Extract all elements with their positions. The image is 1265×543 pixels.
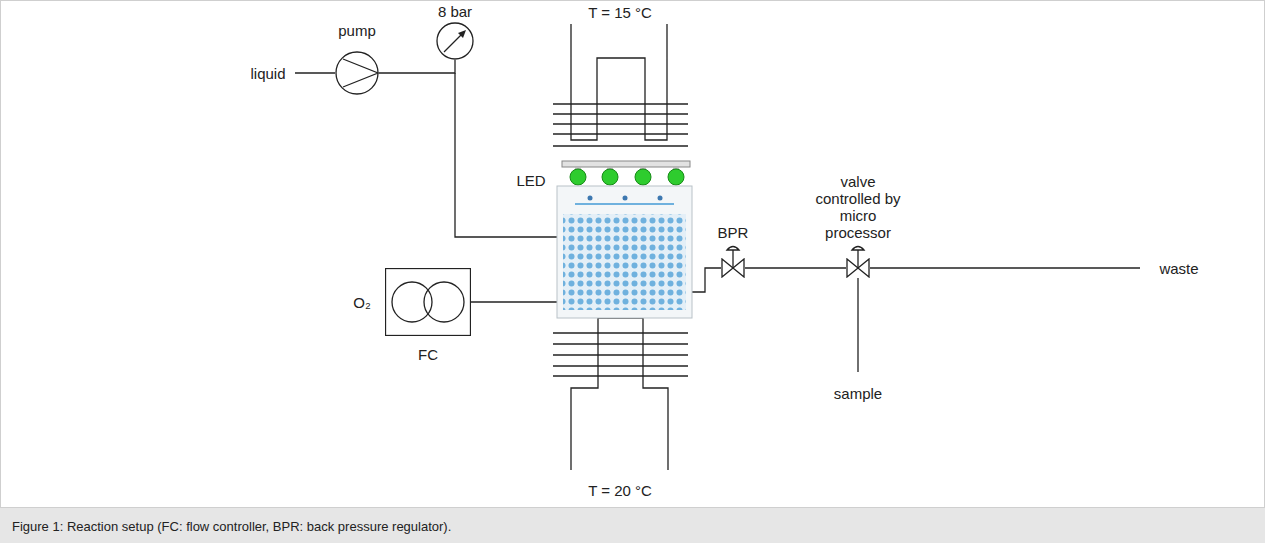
outlet-label: sample [834,385,882,402]
back-pressure-valve-outline [721,258,745,278]
switching-valve-outline [846,258,870,278]
gas-line [471,301,557,302]
pressure-gauge-outline [436,22,474,60]
waste-line [870,267,1140,268]
back-pressure-valve: BPR [721,258,745,278]
cooling-loop [571,24,667,140]
caption-band [0,508,1265,543]
inlet-label: liquid [250,65,285,82]
led-array [570,167,684,185]
microreactor [557,186,692,318]
pressure-gauge: 8 bar [436,22,474,60]
pump-symbol-outline [335,51,379,95]
gas-label: O₂ [353,294,371,311]
led-bar [562,161,690,167]
frame [1,1,1265,508]
flow-controller-outline [385,268,471,336]
liquid-line [455,73,557,237]
led-label: LED [516,172,545,189]
reactor-channels [563,214,686,310]
pump-symbol: pump [335,51,379,95]
feed-line [295,72,335,73]
flow-controller: FC [385,268,471,336]
sample-line [857,278,858,372]
heating-loop [571,318,668,470]
pipe-connector [379,60,455,73]
node-label: FC [418,346,438,363]
node-label: pump [338,22,376,39]
figure-caption: Figure 1: Reaction setup (FC: flow contr… [12,519,451,535]
outlet-label: waste [1159,260,1198,277]
node-label: BPR [718,224,749,241]
node-label: 8 bar [438,3,472,20]
temperature-label: T = 15 °C [588,4,652,21]
pipe-connector [745,267,846,268]
temperature-label: T = 20 °C [588,482,652,499]
node-label: valve controlled by micro processor [808,173,908,241]
switching-valve: valve controlled by micro processor [846,258,870,278]
outlet-line [692,268,721,292]
